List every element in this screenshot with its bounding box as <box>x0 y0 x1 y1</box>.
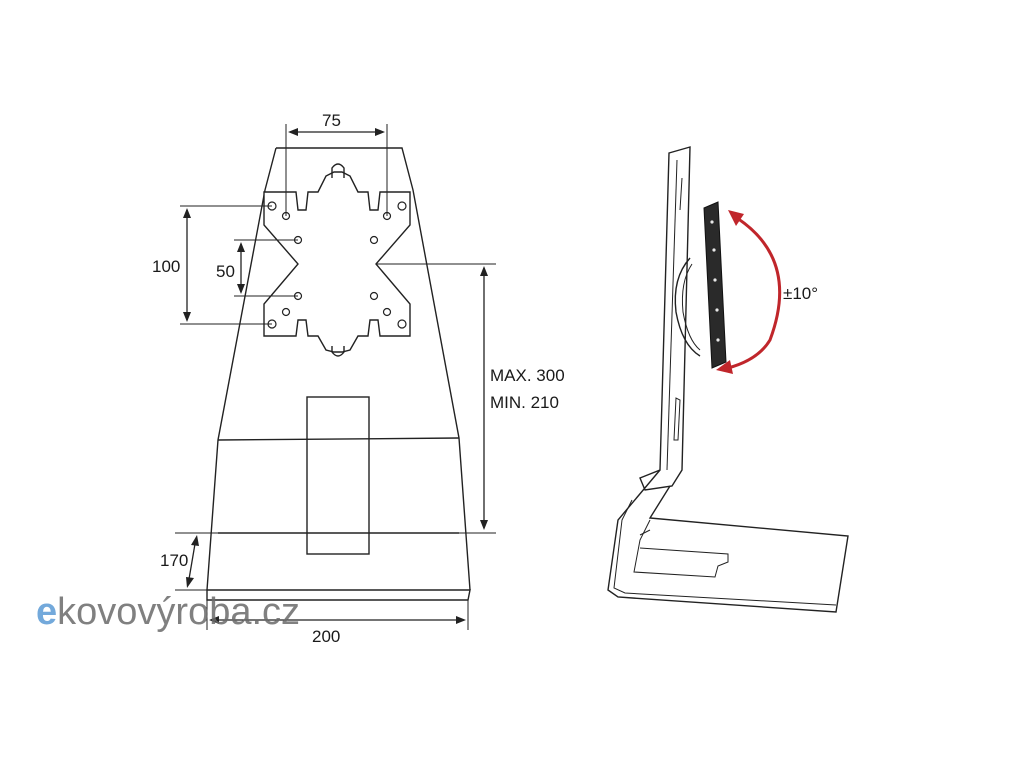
hole-br-outer <box>397 319 407 329</box>
logo-e: e <box>36 591 57 633</box>
hole-mr-top <box>369 235 379 245</box>
hole-br-inner <box>382 307 392 317</box>
watermark-logo: ekovovýroba.cz <box>36 591 300 633</box>
vesa-bottom-tab <box>331 346 345 357</box>
logo-kovovyroba: kovovýroba <box>57 591 252 633</box>
vesa-top-tab <box>331 163 345 178</box>
side-upright <box>639 146 691 491</box>
side-vesa-plate <box>703 201 727 369</box>
logo-tld: .cz <box>251 591 300 633</box>
hole-tr-outer <box>397 201 407 211</box>
dim-100-label: 100 <box>152 257 180 276</box>
vesa-plate <box>263 171 411 353</box>
dim-200: 200 <box>206 600 469 646</box>
dim-75: 75 <box>285 111 388 216</box>
dim-200-label: 200 <box>312 627 340 646</box>
tilt-arrow <box>716 210 782 374</box>
hole-mr-bottom <box>369 291 379 301</box>
center-slot <box>306 396 370 555</box>
dim-100: 100 <box>152 205 272 325</box>
side-view: ±10° <box>607 146 849 613</box>
dim-height-min-label: MIN. 210 <box>490 393 559 412</box>
front-view: 75 100 50 MAX. 300 MIN. <box>152 111 565 646</box>
dim-height-max-label: MAX. 300 <box>490 366 565 385</box>
dim-height: MAX. 300 MIN. 210 <box>376 263 565 534</box>
side-foot <box>607 469 849 613</box>
tilt-angle-label: ±10° <box>783 284 818 303</box>
dim-170-label: 170 <box>160 551 188 570</box>
vesa-holes <box>267 201 407 329</box>
dim-50: 50 <box>216 239 298 297</box>
hole-bl-inner <box>281 307 291 317</box>
dim-50-label: 50 <box>216 262 235 281</box>
dim-170: 170 <box>160 532 218 591</box>
stand-body <box>206 147 471 591</box>
side-tilt-bracket <box>674 257 701 357</box>
stand-fold-line <box>217 437 460 441</box>
svg-text:ekovovýroba.cz: ekovovýroba.cz <box>36 591 300 633</box>
dim-75-label: 75 <box>322 111 341 130</box>
